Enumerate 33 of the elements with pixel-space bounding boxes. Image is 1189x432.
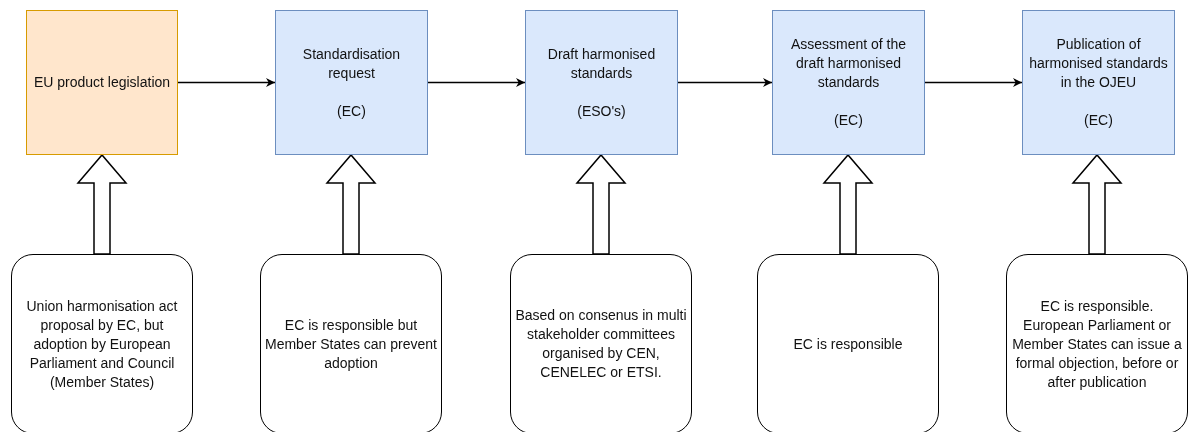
node-text: (ESO's) [577, 101, 626, 121]
note-box [1006, 254, 1188, 432]
node-text: Draft harmonised standards [546, 44, 657, 83]
node-text: Assessment of the draft harmonised standards [789, 35, 908, 92]
process-box [1022, 10, 1175, 155]
node-text: EC is responsible. European Parliament or Member States can issue a formal objection, before or after publication [1011, 296, 1183, 392]
process-box [26, 10, 178, 155]
block-arrow [822, 153, 874, 255]
arrow [177, 78, 276, 87]
arrow [677, 78, 773, 87]
block-arrow [76, 153, 128, 255]
node-text: EC is responsible [793, 334, 903, 354]
node-text: (EC) [1084, 111, 1113, 130]
node-text: Union harmonisation act proposal by EC, but adoption by European Parliament and Council (Member States) [25, 296, 179, 392]
process-box [772, 10, 925, 155]
block-arrow [325, 153, 377, 255]
note-box [260, 254, 442, 432]
process-box [275, 10, 428, 155]
node-text: Publication of harmonised standards in the OJEU [1028, 35, 1169, 92]
block-arrow [575, 153, 627, 255]
note-box [11, 254, 193, 432]
node-text: Standardisation request [301, 44, 402, 83]
node-text: (EC) [834, 111, 863, 130]
node-text: Based on consenus in multi stakeholder committees organised by CEN, CENELEC or ETSI. [515, 306, 687, 382]
note-box [510, 254, 692, 432]
arrow [924, 78, 1023, 87]
node-text: EC is responsible but Member States can prevent adoption [265, 315, 437, 373]
block-arrow [1071, 153, 1123, 255]
arrow [427, 78, 526, 87]
process-box [525, 10, 678, 155]
node-text: EU product legislation [33, 73, 171, 92]
note-box [757, 254, 939, 432]
node-text: (EC) [337, 101, 366, 121]
